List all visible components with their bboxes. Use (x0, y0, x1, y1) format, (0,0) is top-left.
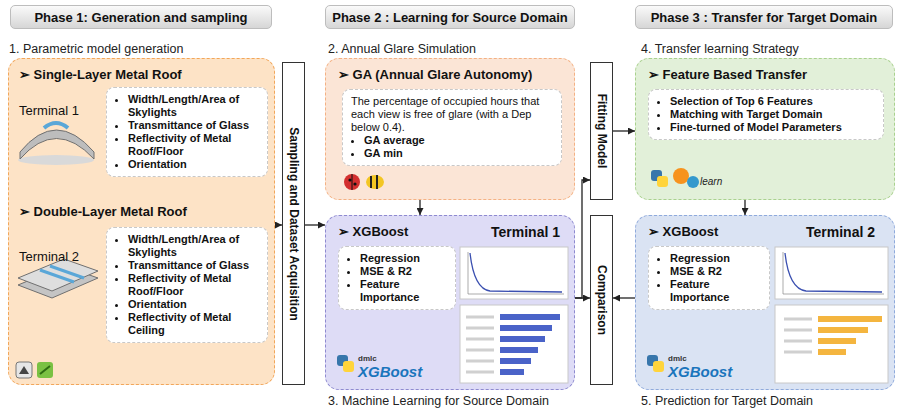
step-bar: Sampling and Dataset Acquisition (282, 62, 305, 385)
flow-arrow (744, 200, 745, 215)
bullet-item: Orientation (128, 158, 260, 171)
section-label: 2. Annual Glare Simulation (328, 42, 476, 56)
honeybee-icon (366, 175, 384, 189)
flow-arrow (419, 200, 420, 215)
section-label: 3. Machine Learning for Source Domain (328, 394, 549, 408)
step-label: Comparison (595, 265, 609, 335)
bullet-item: Orientation (128, 298, 260, 311)
definition-box: The percentage of occupied hours that ea… (342, 89, 562, 166)
section-label: 5. Prediction for Target Domain (641, 394, 813, 408)
bullet-item: Reflectivity of Metal Ceiling (128, 311, 260, 337)
model-panel: 1. Parametric model generation➢ Single-L… (8, 58, 275, 385)
step-bar: Fitting Model (590, 62, 613, 200)
bullet-item: Width/Length/Area of Skylights (128, 93, 260, 119)
bullet-item: Transmittance of Glass (128, 259, 260, 272)
simulation-panel: 2. Annual Glare Simulation➢ GA (Annual G… (325, 58, 575, 200)
feature-importance-chart (460, 305, 568, 383)
flow-arrow (275, 224, 282, 225)
step-label: Fitting Model (595, 94, 609, 169)
terminal-label: Terminal 2 (19, 249, 79, 264)
phase-header: Phase 1: Generation and sampling (10, 5, 272, 29)
panel-heading: ➢ Feature Based Transfer (648, 67, 807, 82)
parameter-box: Width/Length/Area of SkylightsTransmitta… (106, 227, 268, 343)
description-text: The percentage of occupied hours that ea… (351, 95, 554, 134)
logo-text: XGBoost (668, 363, 732, 380)
bullet-item: Matching with Target Domain (670, 108, 876, 121)
terminal-label: Terminal 1 (19, 103, 79, 118)
bullet-item: Feature Importance (670, 278, 762, 304)
phase-header: Phase 2 : Learning for Source Domain (325, 5, 575, 29)
panel-heading: ➢ Single-Layer Metal Roof (19, 67, 182, 82)
flow-arrow (575, 297, 590, 298)
bullet-item: Transmittance of Glass (128, 119, 260, 132)
bullet-item: Width/Length/Area of Skylights (128, 233, 260, 259)
logo-text: dmlc (668, 354, 687, 363)
flow-arrow (305, 224, 325, 225)
logo-text: dmlc (358, 354, 377, 363)
loss-curve-chart (775, 247, 888, 299)
bullet-item: Fine-turned of Model Parameters (670, 121, 876, 134)
phase-title: Phase 3 : Transfer for Target Domain (651, 10, 878, 25)
ladybug-icon (344, 174, 360, 190)
terminal-label: Terminal 1 (491, 224, 560, 240)
logo-text: learn (700, 176, 722, 188)
panel-heading: ➢ GA (Annual Glare Autonomy) (338, 67, 532, 82)
parameter-box: Width/Length/Area of SkylightsTransmitta… (106, 87, 268, 177)
bullet-item: GA average (364, 134, 554, 147)
bullet-item: Regression (360, 252, 448, 265)
flow-arrow (613, 297, 635, 298)
bullet-item: Feature Importance (360, 278, 448, 304)
grasshopper-icon (37, 362, 53, 378)
bullet-item: Reflectivity of Metal Roof/Floor (128, 132, 260, 158)
bullet-item: GA min (364, 147, 554, 160)
feature-importance-chart (775, 305, 888, 383)
section-label: 1. Parametric model generation (9, 42, 183, 56)
method-box: Selection of Top 6 FeaturesMatching with… (648, 89, 884, 140)
bullet-item: Selection of Top 6 Features (670, 95, 876, 108)
phase-title: Phase 1: Generation and sampling (34, 10, 247, 25)
logo-text: XGBoost (358, 363, 422, 380)
step-label: Sampling and Dataset Acquisition (287, 127, 301, 321)
flow-arrow (575, 180, 590, 298)
bullet-item: MSE & R2 (670, 265, 762, 278)
phase-title: Phase 2 : Learning for Source Domain (332, 10, 568, 25)
flow-arrow (613, 130, 635, 131)
bullet-item: MSE & R2 (360, 265, 448, 278)
bullet-item: Reflectivity of Metal Roof/Floor (128, 272, 260, 298)
step-bar: Comparison (590, 215, 613, 385)
panel-heading: ➢ XGBoost (338, 224, 408, 239)
panel-heading: ➢ XGBoost (648, 224, 718, 239)
loss-curve-chart (460, 247, 568, 299)
phase-header: Phase 3 : Transfer for Target Domain (635, 5, 893, 29)
rhino-icon (16, 362, 32, 378)
section-label: 4. Transfer learning Strategy (641, 42, 799, 56)
method-box: RegressionMSE & R2Feature Importance (338, 246, 456, 310)
terminal-label: Terminal 2 (806, 224, 875, 240)
panel-heading: ➢ Double-Layer Metal Roof (19, 204, 187, 219)
method-box: RegressionMSE & R2Feature Importance (648, 246, 770, 310)
bullet-item: Regression (670, 252, 762, 265)
